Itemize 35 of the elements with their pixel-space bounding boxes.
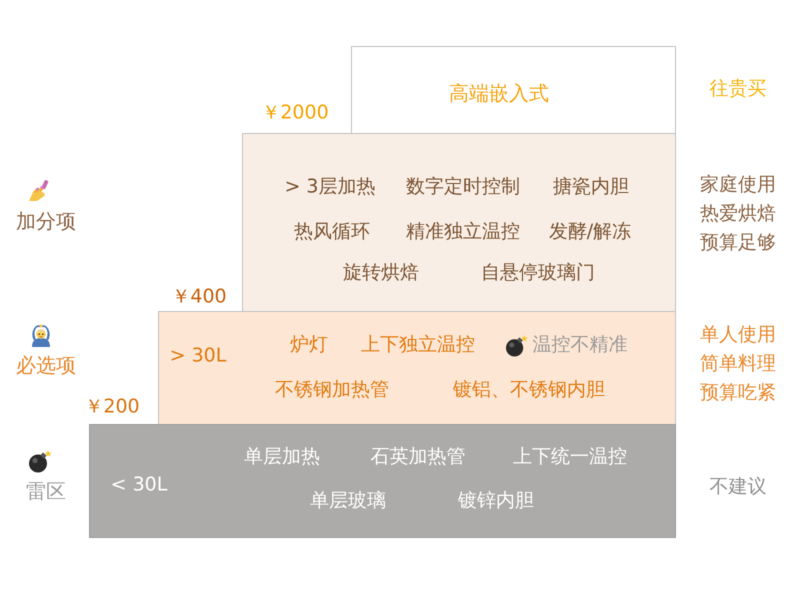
advice-text: 不建议 xyxy=(708,474,768,500)
price-label: ￥200 xyxy=(84,396,140,418)
feature-text: 石英加热管 xyxy=(370,446,466,468)
price-tier-panel xyxy=(158,311,676,425)
feature-text: > 3层加热 xyxy=(284,176,376,198)
feature-text: 精准独立温控 xyxy=(406,220,520,244)
price-tier-panel xyxy=(89,424,676,538)
feature-text: 热风循环 xyxy=(294,220,370,244)
price-tier-panel xyxy=(242,133,676,312)
category-label: 必选项 xyxy=(16,353,76,377)
feature-text: 旋转烘焙 xyxy=(343,262,419,284)
feature-text: 上下统一温控 xyxy=(513,446,627,468)
tier-title: 高端嵌入式 xyxy=(449,81,549,105)
price-label: ￥2000 xyxy=(261,102,329,124)
feature-text: 不锈钢加热管 xyxy=(275,378,389,402)
feature-text: 单层加热 xyxy=(244,446,320,468)
feature-text: 上下独立温控 xyxy=(361,334,475,356)
feature-text: 温控不精准 xyxy=(532,334,628,356)
feature-text: 发酵/解冻 xyxy=(548,220,632,244)
feature-text: 自悬停玻璃门 xyxy=(481,262,595,284)
category-label: 加分项 xyxy=(16,209,76,233)
feature-text: 数字定时控制 xyxy=(406,176,520,198)
feature-text: 单层玻璃 xyxy=(310,490,386,512)
capacity-text: > 30L xyxy=(170,344,226,368)
feature-text: 搪瓷内胆 xyxy=(553,176,629,198)
capacity-text: < 30L xyxy=(110,474,168,496)
feature-text: 镀铝、不锈钢内胆 xyxy=(453,378,605,402)
price-label: ￥400 xyxy=(171,286,227,308)
category-label: 雷区 xyxy=(26,479,66,503)
advice-text: 家庭使用热爱烘焙预算足够 xyxy=(699,172,777,256)
advice-text: 单人使用简单料理预算吃紧 xyxy=(699,322,777,406)
advice-text: 往贵买 xyxy=(708,76,768,102)
feature-text: 镀锌内胆 xyxy=(458,490,534,512)
feature-text: 炉灯 xyxy=(290,334,328,356)
price-tier-panel xyxy=(351,46,676,134)
